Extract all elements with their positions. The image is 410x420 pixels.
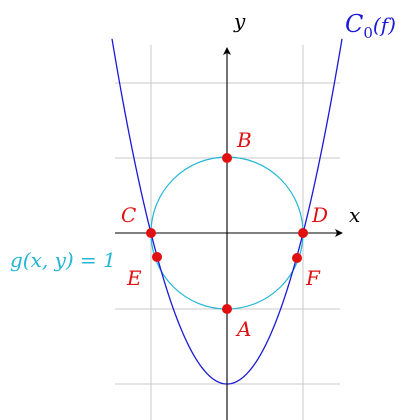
label-E: E: [126, 266, 142, 290]
x-axis-arrow: [335, 229, 343, 237]
label-D: D: [311, 203, 328, 227]
point-C: [146, 228, 156, 238]
label-C: C: [121, 203, 136, 227]
curve-label-sub: 0: [363, 24, 373, 42]
point-A: [222, 304, 232, 314]
y-axis-arrow: [223, 47, 231, 55]
x-axis-label: x: [349, 203, 360, 227]
y-axis-label: y: [233, 9, 246, 33]
point-D: [298, 228, 308, 238]
curve-label-main: C: [345, 10, 363, 38]
points: [146, 153, 308, 314]
point-E: [152, 252, 162, 262]
point-F: [292, 253, 302, 263]
label-B: B: [236, 128, 252, 152]
circle-label: g(x, y) = 1: [10, 248, 116, 272]
curve-label-arg: (f): [373, 13, 396, 37]
label-A: A: [235, 317, 251, 341]
point-B: [222, 153, 232, 163]
curve-label: C0(f): [345, 10, 396, 42]
label-F: F: [305, 266, 321, 290]
